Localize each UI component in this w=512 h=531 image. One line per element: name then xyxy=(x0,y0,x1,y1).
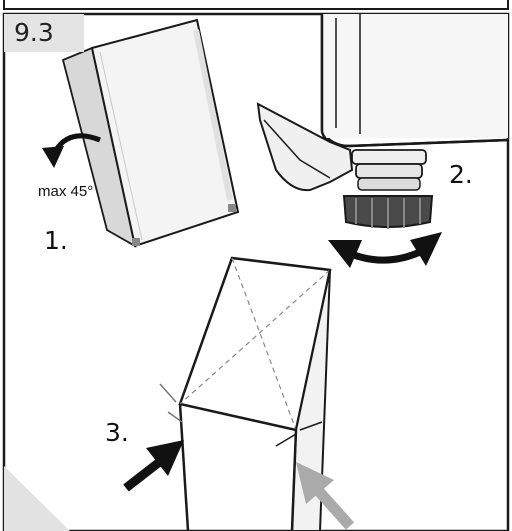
diagram-frame xyxy=(2,12,510,531)
rotate-arrow-icon xyxy=(328,232,442,268)
step-3-label: 3. xyxy=(105,418,129,447)
top-header-bar xyxy=(3,0,509,10)
step-2-label: 2. xyxy=(449,160,473,189)
appliance-foot xyxy=(256,14,509,229)
push-arrow-light-icon xyxy=(296,462,355,530)
section-number: 9.3 xyxy=(4,14,84,52)
level-box xyxy=(159,256,332,531)
corner-shade xyxy=(4,466,70,531)
tilt-arrow-icon xyxy=(42,133,101,168)
push-arrow-dark-icon xyxy=(123,440,184,492)
max-angle-label: max 45° xyxy=(38,183,94,200)
step-1-label: 1. xyxy=(44,226,68,255)
tilted-panel xyxy=(61,18,240,248)
